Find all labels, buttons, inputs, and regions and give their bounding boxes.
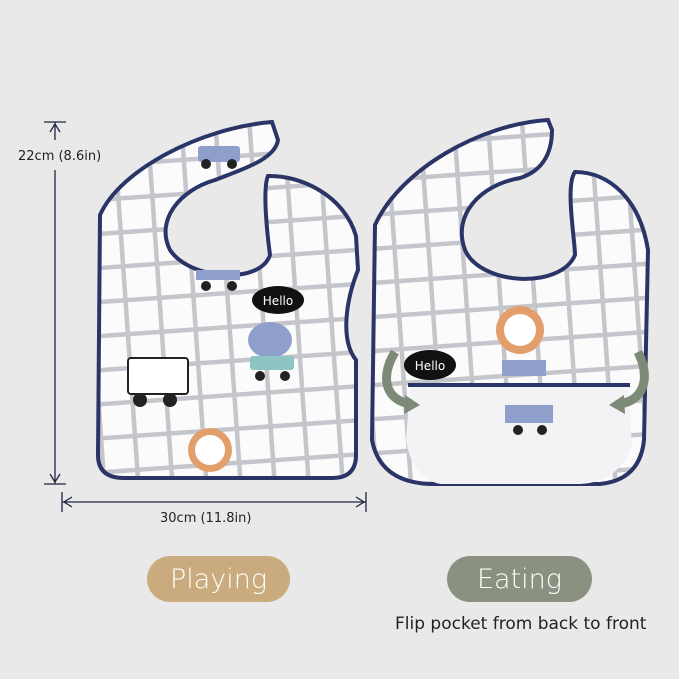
speech-bubble-text: Hello — [263, 294, 293, 308]
height-label: 22cm (8.6in) — [18, 149, 102, 164]
speech-bubble-print: Hello — [404, 350, 456, 380]
eating-caption: Flip pocket from back to front — [395, 614, 647, 634]
svg-text:Hello: Hello — [415, 359, 445, 373]
train-engine-print — [127, 357, 189, 407]
lion-print — [188, 428, 232, 472]
width-label: 30cm (11.8in) — [160, 511, 252, 526]
train-car-print — [196, 270, 240, 291]
bib-eating-mode: Hello — [369, 117, 651, 486]
train-car-print — [505, 405, 553, 435]
width-dimension-line — [61, 492, 367, 512]
bib-playing-mode: Hello — [95, 119, 361, 480]
elephant-print — [248, 322, 294, 381]
lion-print — [496, 306, 546, 376]
speech-bubble-print: Hello — [252, 286, 304, 314]
playing-badge: Playing — [147, 556, 290, 602]
height-dimension-line — [44, 121, 66, 485]
train-car-print — [198, 146, 240, 169]
eating-badge: Eating — [447, 556, 592, 602]
